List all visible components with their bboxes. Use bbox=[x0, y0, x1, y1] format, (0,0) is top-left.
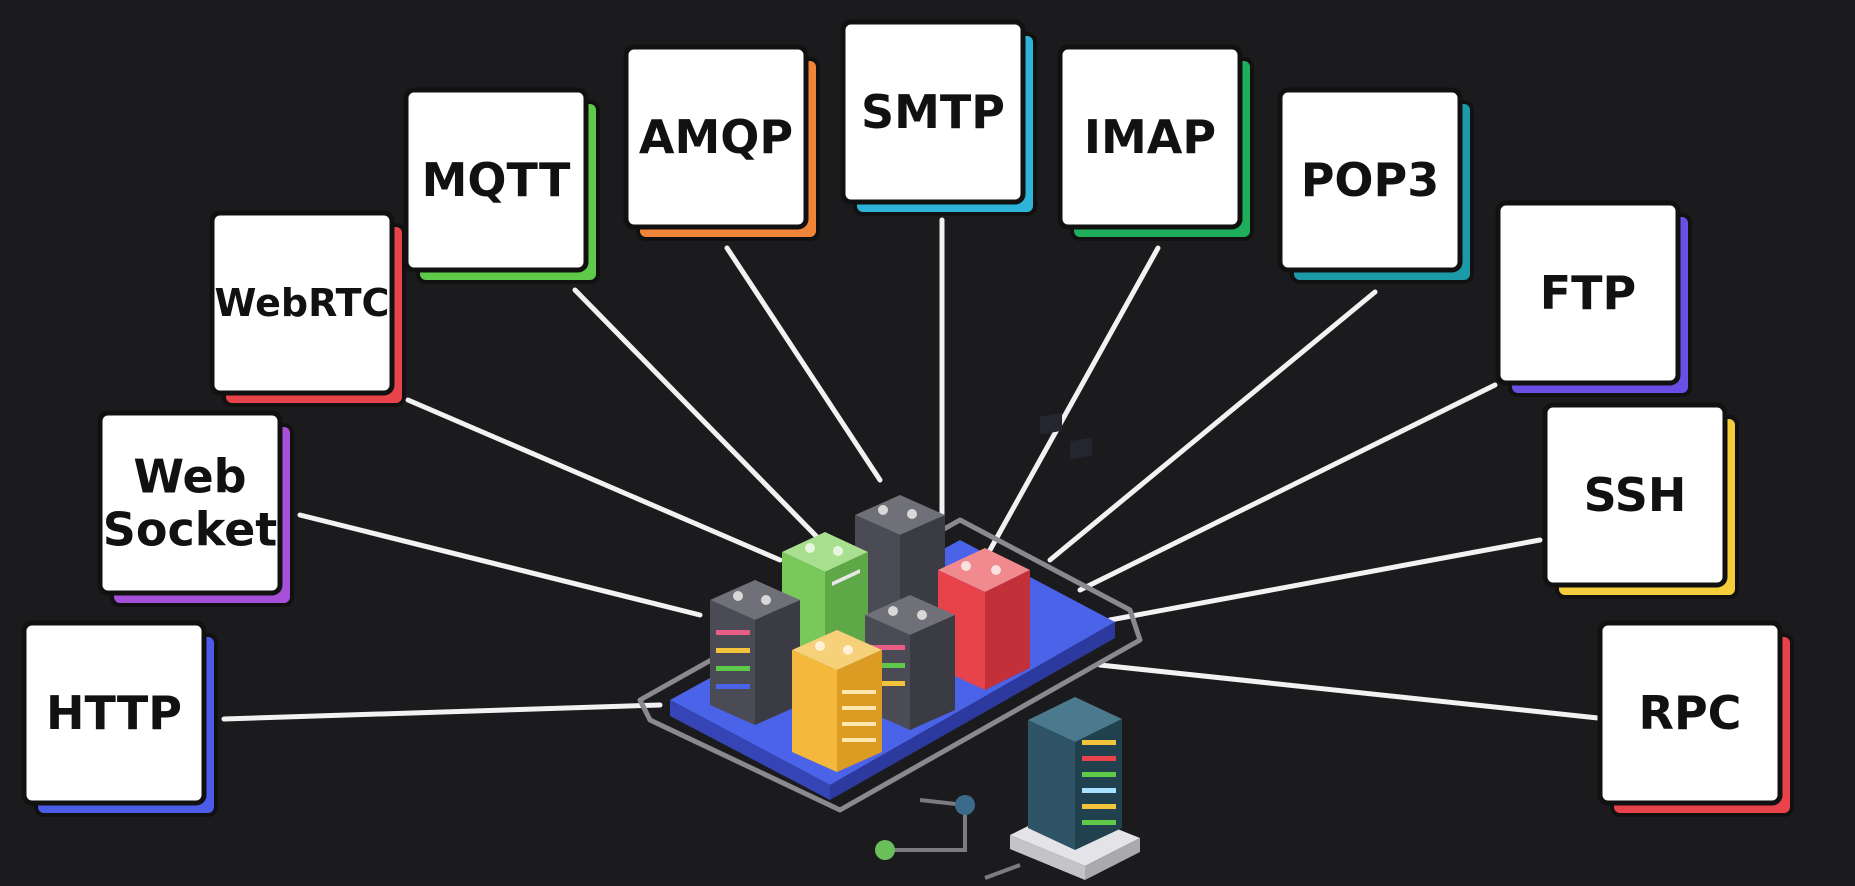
protocol-label-websocket: Socket bbox=[103, 502, 278, 556]
network-cable bbox=[885, 798, 967, 852]
connector-pop3 bbox=[1047, 289, 1378, 563]
protocol-label-ftp: FTP bbox=[1540, 266, 1637, 320]
protocol-label-mqtt: MQTT bbox=[422, 153, 571, 207]
card-face bbox=[1542, 402, 1728, 588]
card-face bbox=[1597, 620, 1783, 806]
protocol-label-rpc: RPC bbox=[1639, 686, 1742, 740]
card-face bbox=[403, 87, 589, 273]
connector-http bbox=[221, 702, 663, 722]
card-face bbox=[97, 410, 283, 596]
connector-ftp bbox=[1077, 382, 1498, 593]
platform-side-right bbox=[830, 622, 1115, 800]
chip bbox=[1070, 437, 1092, 460]
protocol-card-ftp: FTP bbox=[1495, 200, 1692, 397]
protocol-card-pop3: POP3 bbox=[1277, 87, 1474, 284]
protocol-card-mqtt: MQTT bbox=[403, 87, 600, 284]
connector-websocket bbox=[297, 512, 703, 618]
protocol-card-rpc: RPC bbox=[1597, 620, 1794, 817]
server-rack bbox=[1010, 697, 1140, 880]
protocol-label-pop3: POP3 bbox=[1301, 153, 1440, 207]
card-face bbox=[623, 44, 809, 230]
connector-rpc bbox=[1097, 662, 1601, 721]
card-face bbox=[1495, 200, 1681, 386]
platform-outline bbox=[637, 517, 1143, 813]
connector-ssh bbox=[1107, 537, 1543, 623]
cable-node bbox=[875, 840, 895, 860]
protocol-label-smtp: SMTP bbox=[861, 85, 1005, 139]
server-cluster-illustration bbox=[637, 412, 1143, 880]
protocol-label-ssh: SSH bbox=[1584, 468, 1687, 522]
card-face bbox=[1277, 87, 1463, 273]
connector-mqtt bbox=[572, 287, 823, 543]
protocol-label-amqp: AMQP bbox=[639, 110, 793, 164]
card-face bbox=[840, 19, 1026, 205]
protocol-label-http: HTTP bbox=[46, 686, 182, 740]
card-face bbox=[21, 620, 207, 806]
protocol-card-webrtc: WebRTC bbox=[209, 210, 406, 407]
cable-node bbox=[955, 795, 975, 815]
network-cable bbox=[984, 863, 1021, 880]
protocol-card-imap: IMAP bbox=[1057, 44, 1254, 241]
protocol-card-amqp: AMQP bbox=[623, 44, 820, 241]
connector-imap bbox=[987, 245, 1161, 553]
protocol-label-webrtc: WebRTC bbox=[215, 281, 390, 325]
chip bbox=[1040, 412, 1062, 435]
server-yellow bbox=[792, 630, 882, 772]
card-face bbox=[1057, 44, 1243, 230]
connector-webrtc bbox=[405, 397, 783, 563]
protocol-card-http: HTTP bbox=[21, 620, 218, 817]
server-dark-left bbox=[710, 580, 800, 725]
platform-side bbox=[670, 700, 830, 800]
protocol-card-smtp: SMTP bbox=[840, 19, 1037, 216]
connector-lines bbox=[221, 217, 1601, 722]
protocol-label-imap: IMAP bbox=[1084, 110, 1216, 164]
protocol-label-websocket: Web bbox=[133, 450, 246, 504]
card-face bbox=[209, 210, 395, 396]
protocol-card-ssh: SSH bbox=[1542, 402, 1739, 599]
connector-amqp bbox=[724, 245, 883, 483]
